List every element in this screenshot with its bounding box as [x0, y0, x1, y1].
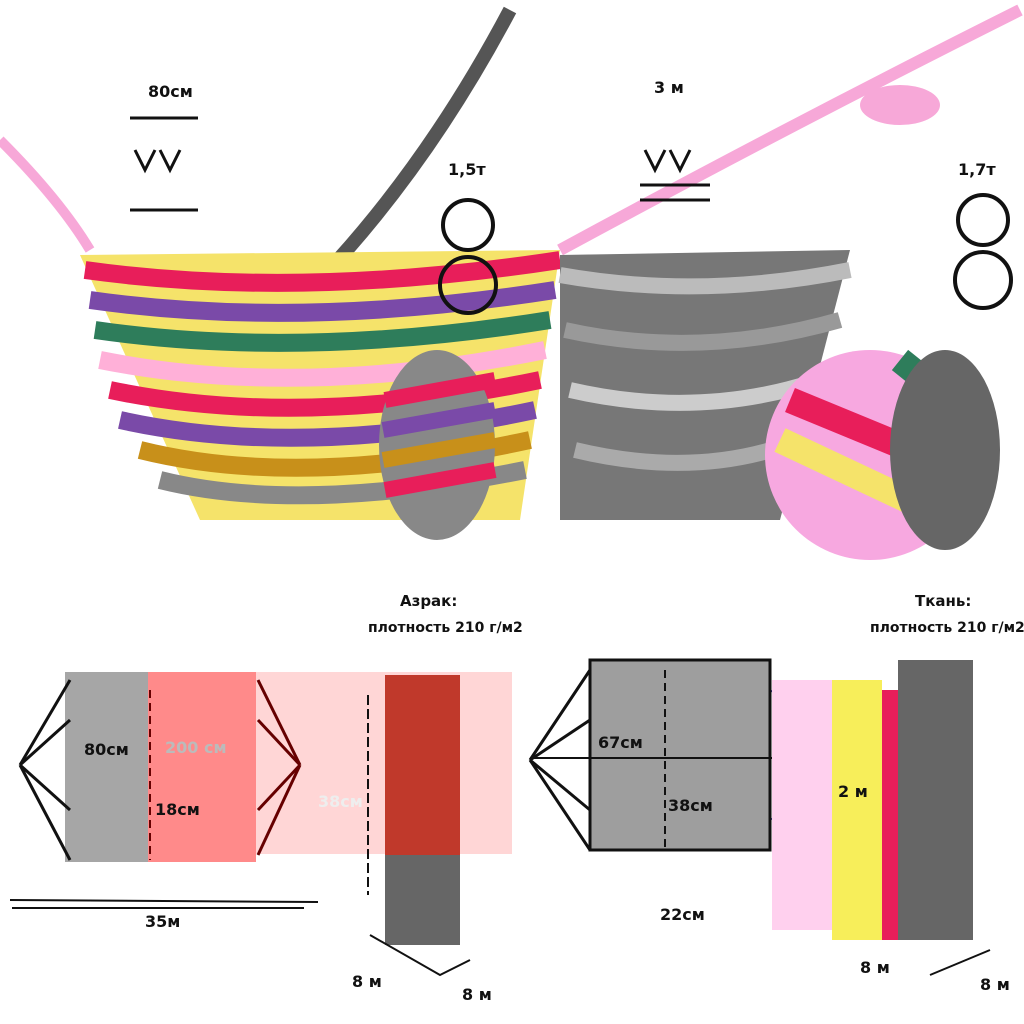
- right-bag-caption-2: плотность 210 г/м2: [870, 620, 1024, 636]
- left-bag-dim-b: 8 м: [462, 985, 492, 1004]
- left-total-length-label: 35м: [145, 912, 181, 931]
- left-bag-dim-a: 8 м: [352, 972, 382, 991]
- left-bag-caption-1: Азрак:: [400, 592, 458, 610]
- width-icon-right: [640, 149, 710, 202]
- left-panel-length-label: 200 см: [165, 738, 227, 757]
- left-bag-caption-2: плотность 210 г/м2: [368, 620, 523, 636]
- left-width-label: 80см: [148, 82, 193, 101]
- width-icon-left: [130, 116, 198, 212]
- right-bag-dim-a: 8 м: [860, 958, 890, 977]
- right-width-label: 3 м: [654, 78, 684, 97]
- weight-icon-left: [438, 198, 498, 315]
- right-bag-dim-b: 8 м: [980, 975, 1010, 994]
- right-panel-inner-label: 38см: [668, 796, 713, 815]
- right-bag-label: 2 м: [838, 782, 868, 801]
- right-panel-width-label: 67см: [598, 733, 643, 752]
- left-panel-inner-label: 18см: [155, 800, 200, 819]
- right-load-label: 1,7т: [958, 160, 996, 179]
- left-rope-label: 38см: [318, 792, 363, 811]
- right-total-length-label: 22см: [660, 905, 705, 924]
- right-bag-caption-1: Ткань:: [915, 592, 972, 610]
- left-load-label: 1,5т: [448, 160, 486, 179]
- weight-icon-right: [953, 193, 1013, 310]
- left-panel-width-label: 80см: [84, 740, 129, 759]
